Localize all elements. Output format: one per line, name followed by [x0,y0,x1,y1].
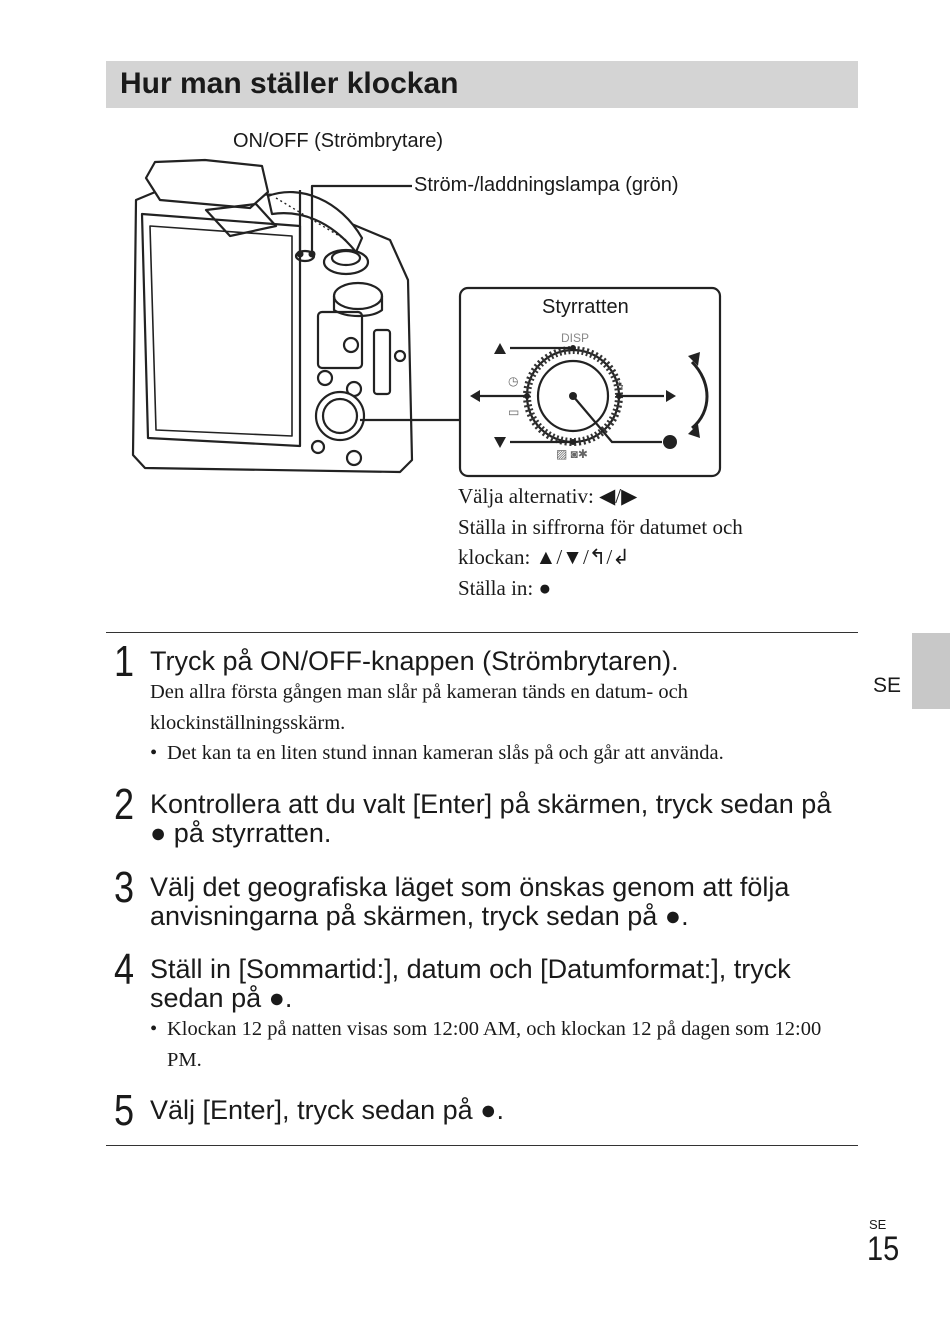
wheel-caption: Välja alternativ: ◀/▶ Ställa in siffrorn… [458,481,743,603]
language-label: SE [873,674,902,697]
caption-line: klockan: ▲/▼/↰/↲ [458,545,630,569]
step-body: Den allra första gången man slår på kame… [150,677,850,769]
page-language: SE [869,1217,887,1232]
onoff-label: ON/OFF (Strömbrytare) [233,130,444,152]
step-number: 4 [114,945,135,994]
wheel-label: Styrratten [542,296,629,318]
page-title: Hur man ställer klockan [120,67,459,100]
step-text: Den allra första gången man slår på kame… [150,681,688,734]
camera-diagram: ◷ ▭ ϟ ▨ ◙✱ [131,158,722,478]
step-number: 2 [114,780,135,829]
svg-text:ϟ: ϟ [617,379,624,393]
caption-line: Ställa in: ● [458,575,552,600]
language-tab [912,633,950,709]
step-number: 5 [114,1086,135,1135]
caption-line: Välja alternativ: ◀/▶ [458,484,638,508]
disp-label: DISP [561,331,590,345]
divider-top [106,632,858,633]
svg-text:◷: ◷ [508,374,518,388]
step-bullet: Klockan 12 på natten visas som 12:00 AM,… [150,1014,850,1075]
svg-text:▨ ◙✱: ▨ ◙✱ [556,447,588,461]
step-bullet: Det kan ta en liten stund innan kameran … [150,738,850,769]
step-number: 1 [114,637,135,686]
section-title-bar: Hur man ställer klockan [106,61,858,108]
svg-text:▭: ▭ [508,405,519,419]
step-heading: Kontrollera att du valt [Enter] på skärm… [150,789,832,848]
step-number: 3 [114,863,135,912]
step-heading: Ställ in [Sommartid:], datum och [Datumf… [150,954,791,1013]
page-number: 15 [867,1230,900,1268]
divider-bottom [106,1145,858,1146]
step-heading: Välj det geografiska läget som önskas ge… [150,872,790,931]
lamp-label: Ström-/laddningslampa (grön) [414,174,679,196]
caption-line: Ställa in siffrorna för datumet och [458,514,743,539]
step-heading: Tryck på ON/OFF-knappen (Strömbrytaren). [150,646,679,676]
step-heading: Välj [Enter], tryck sedan på ●. [150,1095,504,1125]
step-body: Klockan 12 på natten visas som 12:00 AM,… [150,1014,850,1075]
